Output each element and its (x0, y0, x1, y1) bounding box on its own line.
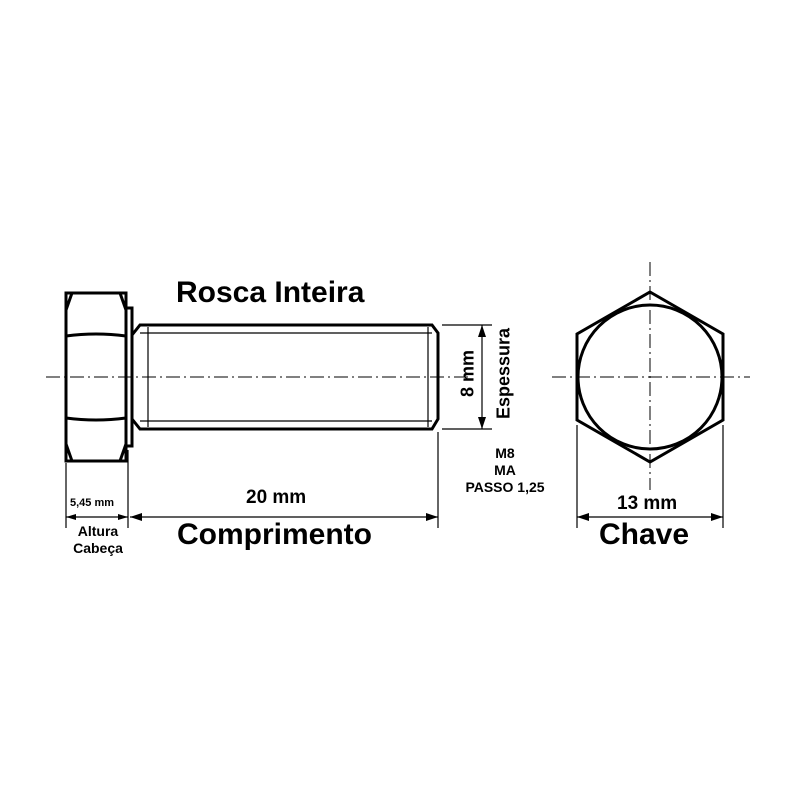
spec-pitch: PASSO 1,25 (465, 479, 545, 495)
head-height-label: Altura Cabeça (60, 523, 136, 557)
length-label: Comprimento (177, 518, 372, 551)
drawing-title: Rosca Inteira (176, 276, 365, 309)
length-value: 20 mm (246, 487, 307, 508)
bolt-spec: M8 MA PASSO 1,25 (448, 445, 562, 496)
head-height-value: 5,45 mm (70, 497, 115, 509)
dimension-wrench (577, 513, 723, 521)
head-height-label-line-2: Cabeça (73, 540, 123, 556)
thickness-label: Espessura (493, 327, 514, 420)
thickness-value: 8 mm (457, 349, 478, 398)
head-height-label-line-1: Altura (77, 523, 119, 539)
wrench-label: Chave (599, 518, 690, 551)
dimension-length (130, 513, 438, 521)
dimension-thickness (478, 325, 486, 429)
wrench-value: 13 mm (617, 493, 678, 514)
spec-thread: M8 (495, 445, 515, 461)
dimension-head-height (66, 514, 128, 520)
spec-type: MA (494, 462, 516, 478)
extension-lines (65, 324, 724, 528)
